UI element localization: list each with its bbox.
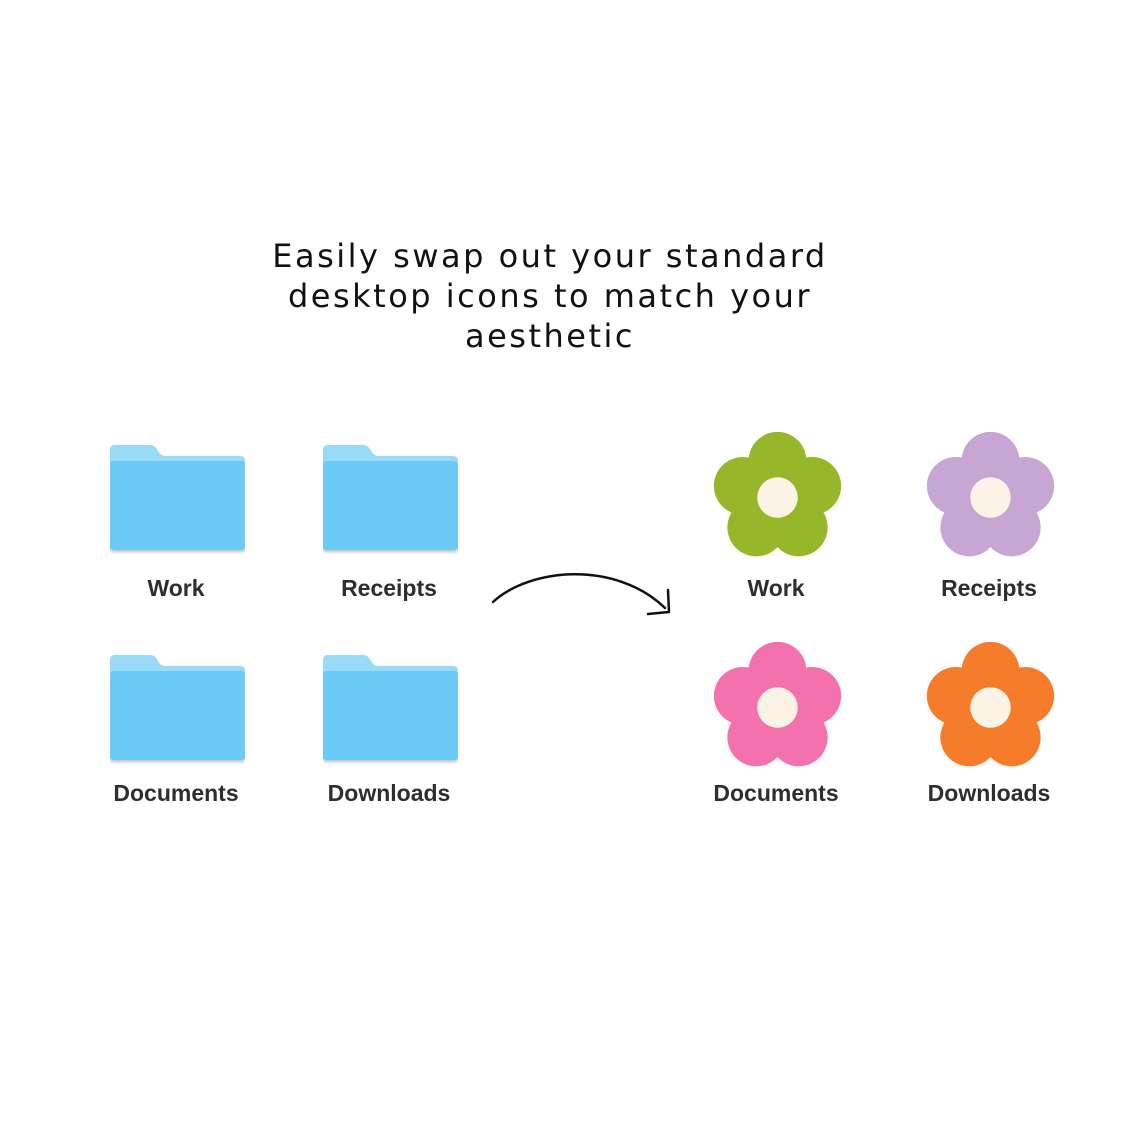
flower-center (757, 477, 798, 518)
folder-icon (299, 430, 479, 565)
folder-icon (86, 635, 266, 770)
folder-label: Receipts (341, 575, 437, 601)
flower-label: Documents (713, 780, 839, 806)
flower-center (970, 687, 1011, 728)
flower-icon (686, 430, 866, 565)
curved-arrow-icon (491, 573, 671, 616)
headline: Easily swap out your standard desktop ic… (220, 236, 880, 356)
flower-label: Work (747, 575, 805, 601)
headline-line: aesthetic (464, 317, 635, 355)
flower-petals (926, 641, 1055, 767)
flower-center (757, 687, 798, 728)
headline-line: Easily swap out your standard (272, 237, 828, 275)
flower-item-downloads[interactable]: Downloads (899, 640, 1079, 820)
folder-label: Downloads (327, 780, 451, 806)
flower-icon (899, 430, 1079, 565)
flower-center (970, 477, 1011, 518)
folder-item-documents[interactable]: Documents (86, 635, 266, 815)
folder-item-work[interactable]: Work (86, 430, 266, 610)
flower-label: Downloads (927, 780, 1051, 806)
folder-icon (86, 430, 266, 565)
flower-icon (899, 640, 1079, 775)
folder-label: Documents (113, 780, 239, 806)
folder-icon (299, 635, 479, 770)
flower-petals (713, 641, 842, 767)
flower-item-work[interactable]: Work (686, 430, 866, 610)
headline-line: desktop icons to match your (287, 277, 813, 315)
folder-item-downloads[interactable]: Downloads (299, 635, 479, 815)
flower-label: Receipts (941, 575, 1037, 601)
folder-label: Work (147, 575, 205, 601)
flower-item-documents[interactable]: Documents (686, 640, 866, 820)
flower-item-receipts[interactable]: Receipts (899, 430, 1079, 610)
flower-icon (686, 640, 866, 775)
folder-item-receipts[interactable]: Receipts (299, 430, 479, 610)
